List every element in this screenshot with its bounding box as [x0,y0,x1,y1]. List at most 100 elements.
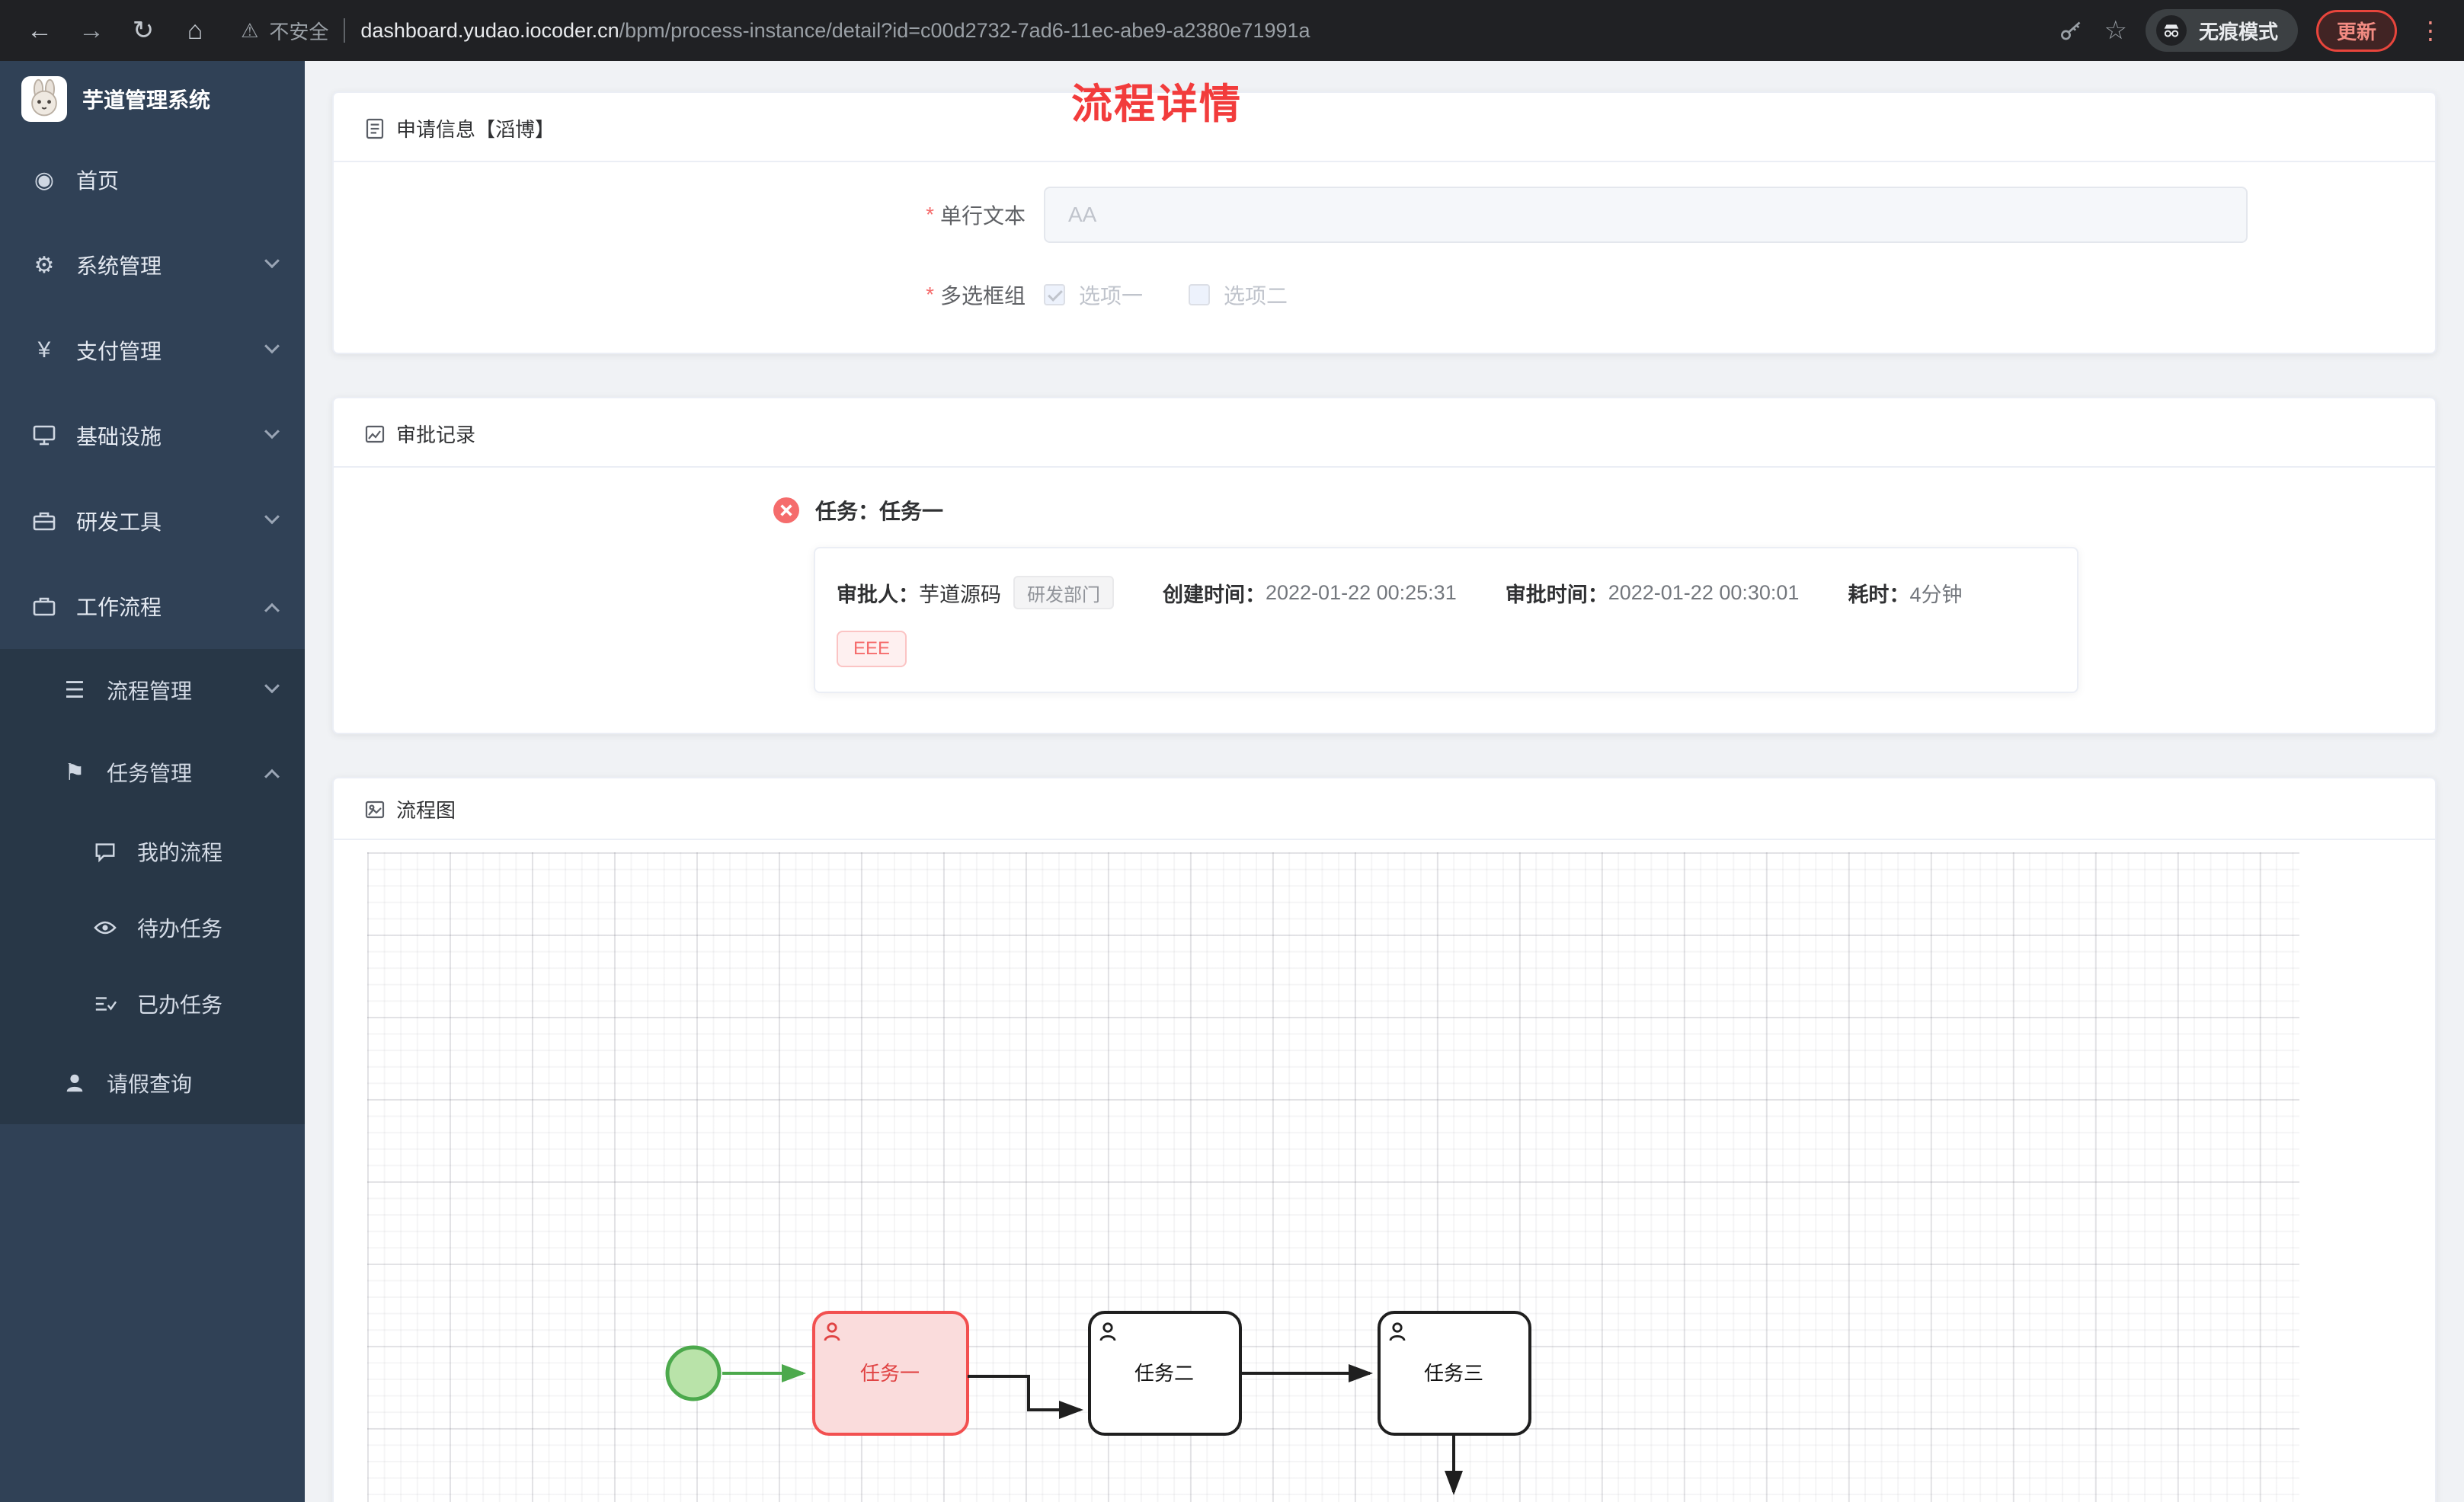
bpmn-canvas[interactable]: 任务一 任务二 [334,840,2435,1502]
comment-tag: EEE [837,631,907,667]
gear-icon: ⚙ [34,252,55,278]
sidebar-item-label: 我的流程 [137,841,223,864]
sidebar-item-my-process[interactable]: 我的流程 [0,813,305,890]
start-event-node[interactable] [665,1345,722,1401]
briefcase-icon [30,594,58,618]
task-node-2[interactable]: 任务二 [1088,1311,1242,1436]
approve-time-group: 审批时间： 2022-01-22 00:30:01 [1506,578,1800,608]
flow-diagram-card-header: 流程图 [334,778,2435,840]
key-icon[interactable] [2058,17,2085,44]
task-node-3[interactable]: 任务三 [1378,1311,1531,1436]
task-node-1[interactable]: 任务一 [812,1311,969,1436]
sidebar-item-infrastructure[interactable]: 基础设施 [0,393,305,478]
sidebar-item-label: 待办任务 [137,917,223,941]
toolbar-right: ☆ 无痕模式 更新 ⋮ [2058,9,2446,52]
check-list-icon [91,992,119,1015]
app-logo: 芋道管理系统 [0,61,305,137]
sidebar-item-task-management[interactable]: ⚑ 任务管理 [0,731,305,813]
sidebar-menu: ◉ 首页 ⚙ 系统管理 ¥ 支付管理 [0,137,305,1124]
form-row-text: *单行文本 [364,187,2405,243]
reload-icon: ↻ [132,16,155,45]
browser-menu-button[interactable]: ⋮ [2418,17,2443,44]
back-button[interactable]: ← [18,9,61,52]
timeline-task-title: 任务：任务一 [815,500,944,523]
required-asterisk: * [926,203,934,226]
chevron-down-icon [264,423,280,439]
reload-button[interactable]: ↻ [122,9,165,52]
chevron-up-icon [264,769,280,785]
sidebar-item-done-tasks[interactable]: 已办任务 [0,966,305,1042]
sidebar-item-process-management[interactable]: ☰ 流程管理 [0,649,305,731]
page-title: 流程详情 [1071,81,1242,127]
sidebar-item-todo-tasks[interactable]: 待办任务 [0,890,305,966]
duration-label: 耗时： [1848,583,1910,606]
card-title: 申请信息【滔博】 [396,118,555,141]
security-chip[interactable]: ⚠ 不安全 [241,17,328,45]
chevron-down-icon [264,509,280,525]
chevron-down-icon [264,253,280,269]
checkbox-option-1: 选项一 [1044,280,1143,310]
create-time-label: 创建时间： [1163,583,1266,606]
home-icon: ⌂ [187,15,203,45]
record-icon [364,423,386,445]
list-icon: ☰ [64,677,85,703]
create-time-value: 2022-01-22 00:25:31 [1266,580,1457,604]
dashboard-icon: ◉ [34,167,55,193]
sidebar-item-label: 研发工具 [76,510,162,534]
task-label: 任务一 [860,1362,920,1385]
sidebar-item-label: 请假查询 [107,1072,193,1096]
url-path: /bpm/process-instance/detail?id=c00d2732… [619,18,1310,42]
yen-icon: ¥ [37,337,51,363]
security-label: 不安全 [269,20,329,43]
sidebar-item-label: 系统管理 [76,254,162,278]
sidebar-item-payment-management[interactable]: ¥ 支付管理 [0,308,305,393]
app-title: 芋道管理系统 [82,88,211,112]
sidebar-item-workflow[interactable]: 工作流程 [0,564,305,649]
approve-time-label: 审批时间： [1505,583,1608,606]
required-asterisk: * [926,283,934,306]
sidebar-item-label: 工作流程 [76,596,162,619]
bookmark-star-icon[interactable]: ☆ [2104,16,2127,45]
approval-detail-card: 审批人： 芋道源码 研发部门 创建时间： 2022-01-22 00:25:31… [814,547,2078,693]
update-button[interactable]: 更新 [2315,9,2397,52]
chevron-down-icon [264,678,280,694]
home-button[interactable]: ⌂ [174,9,216,52]
checkbox-checked-icon [1044,284,1065,305]
single-line-text-input [1044,187,2248,243]
card-title: 流程图 [396,799,456,822]
back-icon: ← [27,15,53,45]
address-bar[interactable]: ⚠ 不安全 dashboard.yudao.iocoder.cn/bpm/pro… [241,17,2034,45]
url-text[interactable]: dashboard.yudao.iocoder.cn/bpm/process-i… [360,19,1310,43]
sidebar-item-home[interactable]: ◉ 首页 [0,137,305,222]
forward-icon: → [78,15,104,45]
browser-toolbar: ← → ↻ ⌂ ⚠ 不安全 dashboard.yudao.iocoder.cn… [0,0,2464,61]
person-icon [61,1072,88,1095]
flag-icon: ⚑ [64,759,85,785]
checkbox-label: 选项一 [1079,284,1144,308]
main-content: 流程详情 申请信息【滔博】 *单行 [305,61,2464,1502]
eye-icon [91,916,119,940]
diagram-icon [364,799,386,820]
incognito-badge[interactable]: 无痕模式 [2145,9,2298,52]
checkbox-group: 选项一 选项二 [1044,280,1333,310]
sidebar-item-dev-tools[interactable]: 研发工具 [0,478,305,564]
sidebar-item-label: 支付管理 [76,340,162,363]
task-label: 任务二 [1134,1362,1194,1385]
toolbox-icon [30,509,58,533]
sidebar-item-label: 基础设施 [76,425,162,449]
chevron-up-icon [264,602,280,618]
approval-records-card-header: 审批记录 [334,398,2435,468]
flow-connector [968,1375,1083,1419]
rejected-icon [773,497,799,523]
sidebar-item-system-management[interactable]: ⚙ 系统管理 [0,222,305,308]
flow-diagram-card: 流程图 [332,777,2437,1502]
logo-avatar [21,76,67,122]
checkbox-option-2: 选项二 [1189,280,1288,310]
forward-button[interactable]: → [70,9,113,52]
card-title: 审批记录 [396,423,476,446]
user-task-icon [1389,1322,1406,1341]
duration-value: 4分钟 [1909,583,1963,606]
approval-detail-line: 审批人： 芋道源码 研发部门 创建时间： 2022-01-22 00:25:31… [837,576,2056,609]
sidebar-item-leave-query[interactable]: 请假查询 [0,1042,305,1124]
